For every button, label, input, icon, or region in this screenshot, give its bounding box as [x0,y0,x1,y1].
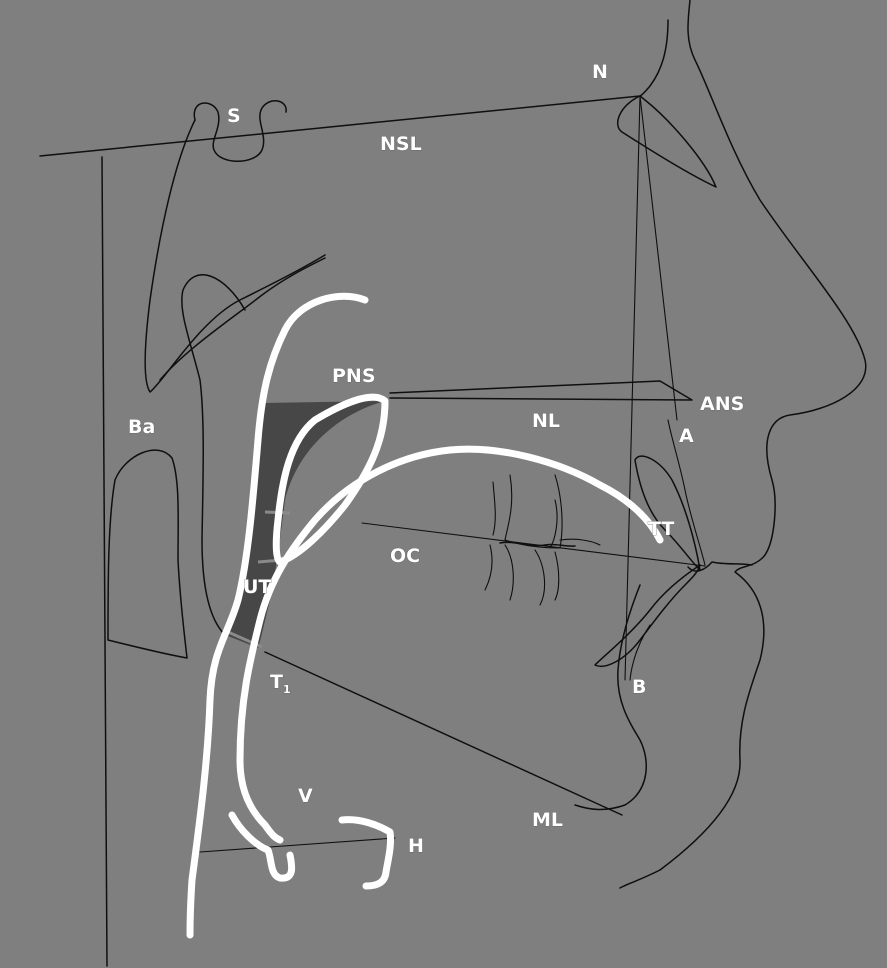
label-n: N [592,61,608,83]
label-ans: ANS [700,393,744,415]
label-a: A [679,425,694,447]
mandibular-symphysis [574,584,647,811]
cranial-base-outline [144,119,326,393]
label-t1-main: T [270,671,283,693]
label-ml: ML [532,809,563,831]
frontal-profile [639,19,669,97]
label-tt: TT [648,518,674,540]
ml-line [264,651,623,816]
nl-line [389,380,693,401]
occlusal-contacts [499,541,576,547]
basion-outline [107,449,188,659]
label-pns: PNS [332,365,376,387]
sella-turcica [193,100,287,162]
ramus-outline [181,274,246,636]
n-a-line [639,95,678,421]
label-b: B [632,676,646,698]
lower-molars [484,544,560,606]
soft-tissue-profile [619,0,867,889]
upper-airway-region [228,401,385,648]
mandibular-incisor [594,564,701,667]
label-nsl: NSL [380,133,422,155]
label-oc: OC [390,545,420,567]
label-h: H [408,835,424,857]
label-t1: T1 [270,671,291,696]
upper-molars [492,474,601,549]
maxillary-alveolus [667,419,706,566]
pterygoid-outline [159,257,326,381]
label-nl: NL [532,410,560,432]
lip-contact [687,561,753,572]
hyoid-bone [338,816,394,890]
oc-line [361,522,706,567]
nasal-bone-outline [617,95,717,188]
label-ba: Ba [128,416,155,438]
nsl-line [39,95,641,157]
label-ut: UT [243,576,271,598]
label-t1-subscript: 1 [283,683,291,696]
label-v: V [298,785,313,807]
tongue-dorsum [236,445,664,844]
epiglottis [228,811,296,882]
chin-outline [629,624,651,681]
posterior-pharyngeal-wall [186,292,369,939]
hyoid-line [199,837,396,853]
vertical-reference-line [101,156,108,967]
n-b-line [624,95,641,681]
label-s: S [227,105,241,127]
